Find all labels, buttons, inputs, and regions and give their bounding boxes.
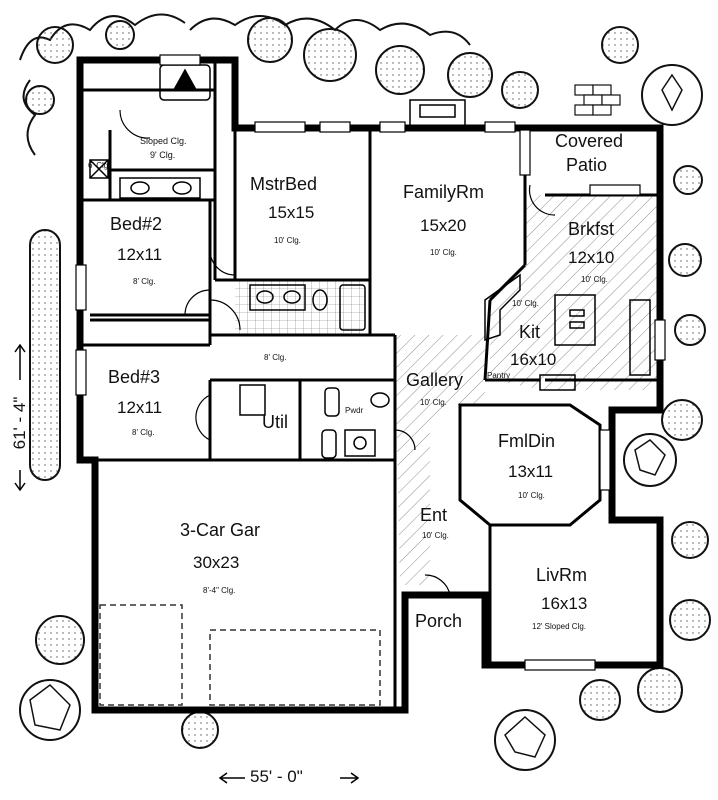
living-room-ceiling: 12' Sloped Clg. bbox=[532, 622, 587, 631]
master-bed-size: 15x15 bbox=[268, 203, 315, 222]
family-room-name: FamilyRm bbox=[403, 182, 484, 202]
bed2-ceiling: 8' Clg. bbox=[133, 277, 156, 286]
breakfast-ceiling: 10' Clg. bbox=[581, 275, 608, 284]
formal-dining-size: 13x11 bbox=[508, 462, 554, 481]
windows bbox=[75, 54, 666, 671]
formal-dining-name: FmlDin bbox=[498, 431, 555, 451]
living-room-name: LivRm bbox=[536, 565, 588, 585]
garage-doors bbox=[99, 604, 381, 706]
porch-name: Porch bbox=[415, 611, 463, 631]
patio-label-line1: Covered bbox=[555, 131, 624, 151]
bed2-size: 12x11 bbox=[117, 245, 163, 264]
garage-ceiling: 8'-4" Clg. bbox=[203, 586, 236, 595]
entry-name: Ent bbox=[420, 505, 448, 525]
bed3-ceiling: 8' Clg. bbox=[132, 428, 155, 437]
formal-dining-ceiling: 10' Clg. bbox=[518, 491, 545, 500]
bed3-name: Bed#3 bbox=[108, 367, 161, 387]
master-bed-name: MstrBed bbox=[250, 174, 318, 194]
pantry-label: Pantry bbox=[487, 371, 511, 380]
entry-ceiling: 10' Clg. bbox=[422, 531, 449, 540]
breakfast-size: 12x10 bbox=[568, 248, 615, 267]
bed3-size: 12x11 bbox=[117, 398, 163, 417]
fixtures bbox=[89, 64, 651, 459]
patio-label-line2: Patio bbox=[566, 155, 608, 175]
powder-name: Pwdr bbox=[345, 406, 364, 415]
dimension-lines bbox=[14, 343, 360, 784]
gallery-name: Gallery bbox=[406, 370, 464, 390]
kitchen-size: 16x10 bbox=[510, 350, 557, 369]
master-bath-note-sloped: Sloped Clg. bbox=[140, 136, 187, 146]
hall-ceiling: 8' Clg. bbox=[264, 353, 287, 362]
depth-dimension: 61' - 4" bbox=[10, 396, 29, 450]
family-room-size: 15x20 bbox=[420, 216, 467, 235]
living-room-size: 16x13 bbox=[541, 594, 588, 613]
closet-ceiling-note: 6' Clg. bbox=[88, 161, 111, 170]
bed2-name: Bed#2 bbox=[110, 214, 163, 234]
interior-walls bbox=[80, 60, 660, 710]
garage-size: 30x23 bbox=[193, 553, 240, 572]
master-bed-ceiling: 10' Clg. bbox=[274, 236, 301, 245]
patio-brick bbox=[574, 84, 621, 116]
kitchen-ceiling: 10' Clg. bbox=[512, 299, 539, 308]
door-swings bbox=[119, 109, 556, 596]
family-room-ceiling: 10' Clg. bbox=[430, 248, 457, 257]
landscaping bbox=[19, 13, 711, 771]
master-bath-note-ceiling: 9' Clg. bbox=[150, 150, 176, 160]
width-dimension: 55' - 0" bbox=[250, 767, 303, 786]
floor-fills bbox=[235, 195, 660, 585]
gallery-ceiling: 10' Clg. bbox=[420, 398, 447, 407]
garage-name: 3-Car Gar bbox=[180, 520, 261, 540]
breakfast-name: Brkfst bbox=[568, 219, 615, 239]
utility-name: Util bbox=[262, 412, 288, 432]
kitchen-name: Kit bbox=[519, 322, 541, 342]
